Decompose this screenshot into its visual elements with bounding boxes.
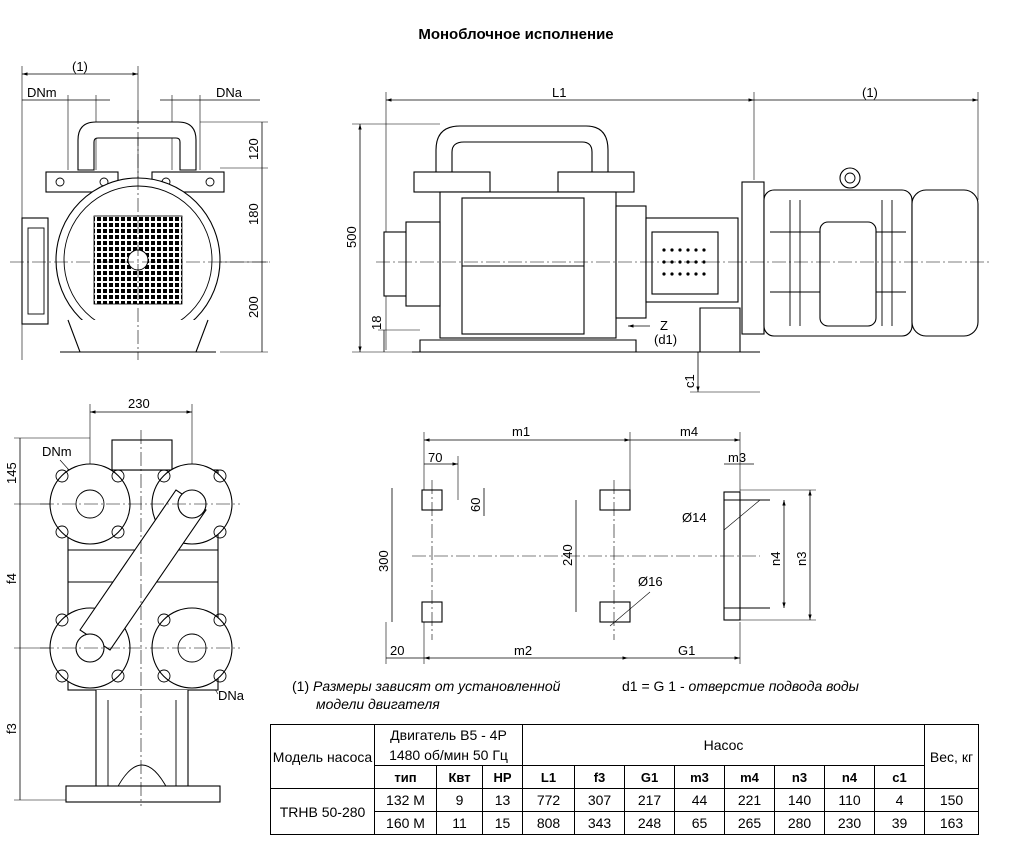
table-cell: 772	[522, 788, 575, 812]
dim-m3: m3	[728, 450, 746, 465]
dim-500: 500	[344, 226, 359, 248]
dim-120: 120	[246, 138, 261, 160]
model-header: Модель насоса	[270, 724, 375, 789]
table-cell: 9	[436, 788, 483, 812]
sub-header-l1: L1	[522, 765, 575, 789]
footprint-view: m1 m4 70 m3 60 300 240 Ø14 Ø16 n4 n3	[376, 424, 816, 664]
note-2: d1 = G 1 - отверстие подвода воды	[622, 677, 859, 695]
dim-g1: G1	[678, 643, 695, 658]
note-1: (1) Размеры зависят от установленной мод…	[292, 677, 560, 713]
table-cell: 230	[824, 811, 875, 835]
dim-n4: n4	[768, 552, 783, 566]
dim-m1: m1	[512, 424, 530, 439]
front-view: (1) DNm DNa 120 180 200	[10, 59, 270, 360]
side-view: L1 (1) 500 18	[344, 85, 990, 393]
sub-header-f3: f3	[574, 765, 625, 789]
dim-180: 180	[246, 203, 261, 225]
sub-header-g1: G1	[624, 765, 675, 789]
dim-l1: L1	[552, 85, 566, 100]
d1-label: (d1)	[654, 332, 677, 347]
dim-60: 60	[468, 498, 483, 512]
dim-20: 20	[390, 643, 404, 658]
dim-m2: m2	[514, 643, 532, 658]
dna-label-top: DNa	[218, 688, 245, 703]
note-1-text: Размеры зависят от установленной	[313, 678, 561, 694]
c1-label: c1	[682, 374, 697, 388]
dna-label-front: DNa	[216, 85, 243, 100]
model-name: TRHB 50-280	[270, 788, 375, 835]
note-1-text2: модели двигателя	[316, 696, 440, 712]
table-cell: 65	[674, 811, 725, 835]
table-cell: 11	[436, 811, 483, 835]
sub-header-hp: HP	[482, 765, 523, 789]
sub-header-type: тип	[374, 765, 437, 789]
table-cell: 808	[522, 811, 575, 835]
dim-200: 200	[246, 296, 261, 318]
note-1-num: (1)	[292, 678, 310, 694]
top-view: 230 145 f4 f3 DNm DNa	[4, 396, 245, 806]
table-cell: 221	[724, 788, 775, 812]
weight-header: Вес, кг	[924, 724, 979, 789]
sub-header-m4: m4	[724, 765, 775, 789]
table-cell: 150	[924, 788, 979, 812]
table-cell: 132 M	[374, 788, 437, 812]
motor-header: Двигатель B5 - 4P 1480 об/мин 50 Гц	[374, 724, 523, 766]
table-cell: 4	[874, 788, 925, 812]
dnm-label-top: DNm	[42, 444, 72, 459]
table-cell: 140	[774, 788, 825, 812]
table-cell: 248	[624, 811, 675, 835]
sub-header-kw: Квт	[436, 765, 483, 789]
table-cell: 265	[724, 811, 775, 835]
table-cell: 343	[574, 811, 625, 835]
sub-header-n4: n4	[824, 765, 875, 789]
dim-70: 70	[428, 450, 442, 465]
dim-240: 240	[560, 544, 575, 566]
dim-f4: f4	[4, 573, 19, 584]
note-2-plain: d1 = G 1 -	[622, 678, 689, 694]
sub-header-m3: m3	[674, 765, 725, 789]
terminal-dots	[662, 248, 706, 276]
dim-18: 18	[369, 316, 384, 330]
table-cell: 39	[874, 811, 925, 835]
table-cell: 15	[482, 811, 523, 835]
z-label: Z	[660, 318, 668, 333]
table-cell: 13	[482, 788, 523, 812]
dia-14: Ø14	[682, 510, 707, 525]
dim-230: 230	[128, 396, 150, 411]
dia-16: Ø16	[638, 574, 663, 589]
table-cell: 110	[824, 788, 875, 812]
table-cell: 44	[674, 788, 725, 812]
dim-145: 145	[4, 462, 19, 484]
note-2-italic: отверстие подвода воды	[688, 678, 859, 694]
dnm-label-front: DNm	[27, 85, 57, 100]
table-cell: 160 M	[374, 811, 437, 835]
dim-n3: n3	[794, 552, 809, 566]
dim-m4: m4	[680, 424, 698, 439]
table-cell: 307	[574, 788, 625, 812]
pump-header: Насос	[522, 724, 925, 766]
table-cell: 217	[624, 788, 675, 812]
spec-table: Модель насоса Двигатель B5 - 4P 1480 об/…	[270, 724, 979, 835]
table-cell: 280	[774, 811, 825, 835]
dim-1-front: (1)	[72, 59, 88, 74]
table-cell: 163	[924, 811, 979, 835]
dim-1-side: (1)	[862, 85, 878, 100]
dim-f3: f3	[4, 723, 19, 734]
page-title: Моноблочное исполнение	[418, 26, 614, 43]
sub-header-n3: n3	[774, 765, 825, 789]
sub-header-c1: c1	[874, 765, 925, 789]
dim-300: 300	[376, 550, 391, 572]
